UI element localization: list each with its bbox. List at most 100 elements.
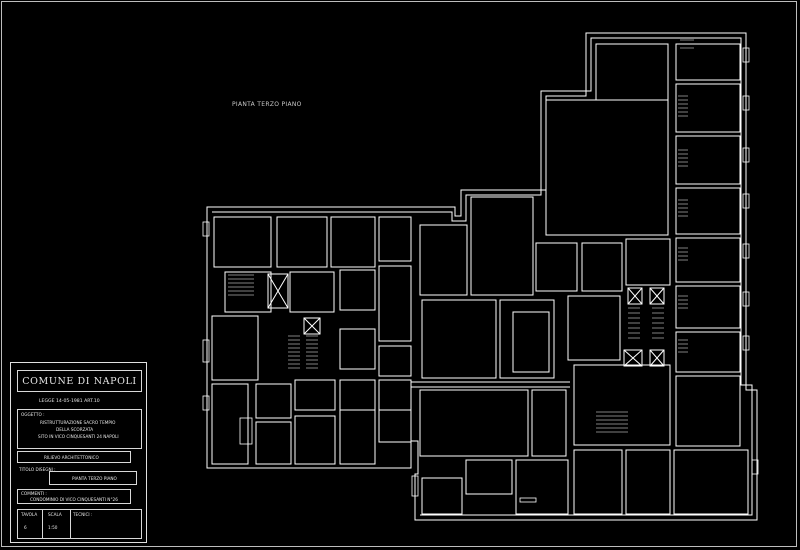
window [202,339,210,363]
object-line-3: SITO IN VICO CINQUESANTI 24 NAPOLI [38,434,119,439]
room [421,299,497,379]
drawing-title: PIANTA TERZO PIANO [72,476,117,481]
room [567,295,621,361]
drawing-title-box: PIANTA TERZO PIANO [49,471,137,485]
room [675,375,741,447]
room [378,409,412,443]
lift-shaft [649,349,665,367]
stair-treads [652,307,664,339]
room [378,265,412,342]
window [742,193,750,209]
window [742,47,750,63]
comments-label: COMMENTI : [21,491,47,496]
municipality-box: COMUNE DI NAPOLI [17,370,142,392]
room [211,383,249,465]
room [294,415,336,465]
room [535,242,578,292]
room [675,285,741,329]
window [742,291,750,307]
room [339,269,376,311]
room [378,216,412,262]
stair-treads [680,39,694,49]
room [339,328,376,370]
room [515,459,569,515]
window [742,95,750,111]
table-value: 6 [24,525,27,530]
room [545,99,669,236]
room [595,43,669,101]
room [573,364,671,446]
stair-treads [596,411,628,433]
room [289,271,335,313]
room [675,135,741,185]
room [213,216,272,268]
stair-treads [678,247,688,261]
room [339,379,376,411]
stair-treads [678,95,688,117]
object-line-2: DELLA SCORZATA [56,427,94,432]
table-box: TAVOLA 6 SCALA 1:50 TECNICI : [17,509,142,539]
room [255,383,292,419]
scale-label: SCALA [48,512,62,517]
room [512,311,550,373]
room [465,459,513,495]
stair-treads [678,149,688,167]
window [742,243,750,259]
room [470,196,534,296]
window [742,335,750,351]
title-block: COMUNE DI NAPOLI LEGGE 14-05-1981 ART.10… [10,362,147,543]
window [239,417,253,445]
room [675,43,741,81]
drawing-label: TITOLO DISEGNI : [19,467,56,472]
room [499,299,555,379]
window [411,475,419,497]
survey-label: RILIEVO ARCHITETTONICO [44,455,99,460]
room [581,242,623,292]
room [531,389,567,457]
window [519,497,537,503]
window [751,459,759,475]
room [294,379,336,411]
comments-text: CONDOMINIO DI VICO CINQUESANTI N°26 [30,497,118,502]
stair-treads [306,335,318,369]
room [675,331,741,373]
stair-treads [288,335,300,369]
stair-treads [678,295,688,309]
room [276,216,328,268]
stair-treads [678,199,688,217]
stair-treads [628,307,640,339]
object-label: OGGETTO : [21,412,45,417]
room [378,379,412,411]
lift-shaft [623,349,643,367]
stair-treads [678,339,688,353]
window [202,395,210,411]
room [673,449,749,515]
room [675,187,741,235]
room [419,224,468,296]
comments-box: COMMENTI : CONDOMINIO DI VICO CINQUESANT… [17,489,131,504]
technicians-label: TECNICI : [73,512,93,517]
room [211,315,259,381]
stair-treads [228,274,254,296]
scale-value: 1:50 [48,525,58,530]
room [675,237,741,283]
room [421,477,463,515]
lift-shaft [649,287,665,305]
table-label: TAVOLA [21,512,38,517]
room [625,449,671,515]
object-line-1: RISTRUTTURAZIONE SACRO TEMPIO [40,420,116,425]
room [625,238,671,286]
room [339,409,376,465]
plan-title: PIANTA TERZO PIANO [232,101,302,108]
lift-shaft [627,287,643,305]
window [202,221,210,237]
room [378,345,412,377]
law-reference: LEGGE 14-05-1981 ART.10 [39,399,100,404]
room [675,83,741,133]
lift-shaft [267,273,289,309]
outer-wall-inner [212,37,753,516]
room [255,421,292,465]
room [419,389,529,457]
